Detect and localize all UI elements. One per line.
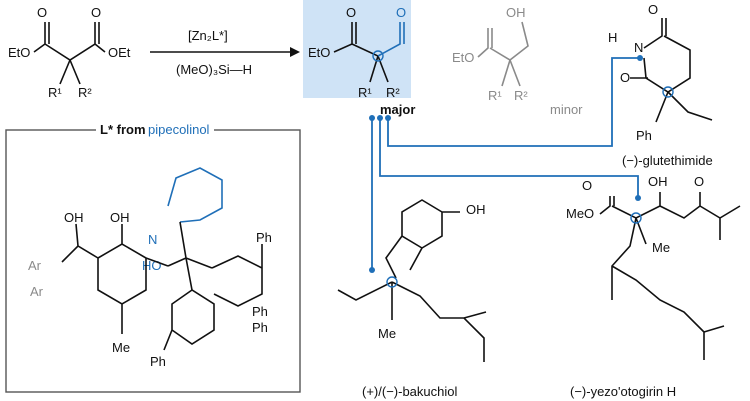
atom-me: Me bbox=[378, 326, 396, 341]
stereocenter-marker bbox=[386, 276, 398, 288]
atom-eto-left: EtO bbox=[8, 45, 30, 60]
atom-r1: R¹ bbox=[48, 85, 62, 100]
atom-o-ester: O bbox=[346, 5, 356, 20]
atom-o-1: O bbox=[582, 178, 592, 193]
atom-o-2: O bbox=[694, 174, 704, 189]
atom-ph-4: Ph bbox=[252, 320, 268, 335]
reagent-silane: (MeO)₃Si—H bbox=[176, 62, 252, 77]
atom-h: H bbox=[608, 30, 617, 45]
atom-o-top: O bbox=[648, 2, 658, 17]
atom-r2: R² bbox=[386, 85, 400, 100]
atom-oh: OH bbox=[648, 174, 668, 189]
atom-ar-2: Ar bbox=[30, 284, 44, 299]
major-product-highlight bbox=[303, 0, 411, 98]
connector-yezo bbox=[379, 118, 639, 198]
atom-o-left: O bbox=[620, 70, 630, 85]
atom-oet-right: OEt bbox=[108, 45, 131, 60]
ligand-prefix: L* from bbox=[100, 122, 146, 137]
atom-oh-phenol: OH bbox=[466, 202, 486, 217]
reaction-arrow-group: [Zn₂L*] (MeO)₃Si—H bbox=[150, 28, 300, 77]
ligand-source: pipecolinol bbox=[148, 122, 210, 137]
atom-o-1: O bbox=[37, 5, 47, 20]
atom-r1: R¹ bbox=[358, 85, 372, 100]
ligand-structure: N HO OH OH Ar Ar Me Ph Ph Ph Ph bbox=[28, 167, 272, 369]
minor-product: EtO OH R¹ R² bbox=[452, 5, 529, 103]
arrow-head bbox=[290, 47, 300, 57]
atom-o-aldehyde: O bbox=[396, 5, 406, 20]
atom-o-2: O bbox=[91, 5, 101, 20]
reagent-catalyst: [Zn₂L*] bbox=[188, 28, 228, 43]
atom-me: Me bbox=[112, 340, 130, 355]
atom-ph-3: Ph bbox=[252, 304, 268, 319]
label-yezo: (−)-yezo'otogirin H bbox=[570, 384, 676, 399]
atom-oh-2: OH bbox=[110, 210, 130, 225]
label-minor: minor bbox=[550, 102, 583, 117]
stereocenter-marker bbox=[662, 86, 674, 98]
yezo-structure: MeO O OH O Me bbox=[566, 174, 741, 360]
starting-malonate: EtO OEt O O R¹ R² bbox=[8, 5, 131, 100]
connector-glutethimide bbox=[387, 57, 640, 147]
stereocenter-marker bbox=[372, 50, 384, 62]
glutethimide-structure: O H N O Ph bbox=[608, 2, 713, 143]
label-bakuchiol: (+)/(−)-bakuchiol bbox=[362, 384, 457, 399]
atom-n: N bbox=[148, 232, 157, 247]
atom-eto: EtO bbox=[308, 45, 330, 60]
connector-lines bbox=[369, 55, 643, 273]
atom-r1-minor: R¹ bbox=[488, 88, 502, 103]
major-product: EtO O O R¹ R² bbox=[308, 5, 406, 100]
atom-ph-2: Ph bbox=[256, 230, 272, 245]
atom-ar-1: Ar bbox=[28, 258, 42, 273]
bakuchiol-structure: OH Me bbox=[337, 199, 487, 362]
atom-ph: Ph bbox=[636, 128, 652, 143]
atom-n: N bbox=[634, 40, 643, 55]
atom-r2-minor: R² bbox=[514, 88, 528, 103]
label-major: major bbox=[380, 102, 415, 117]
label-glutethimide: (−)-glutethimide bbox=[622, 153, 713, 168]
atom-ph-1: Ph bbox=[150, 354, 166, 369]
atom-me: Me bbox=[652, 240, 670, 255]
stereocenter-marker bbox=[630, 212, 642, 224]
atom-oh-minor: OH bbox=[506, 5, 526, 20]
atom-meo: MeO bbox=[566, 206, 594, 221]
atom-r2: R² bbox=[78, 85, 92, 100]
atom-eto-minor: EtO bbox=[452, 50, 474, 65]
atom-oh-1: OH bbox=[64, 210, 84, 225]
